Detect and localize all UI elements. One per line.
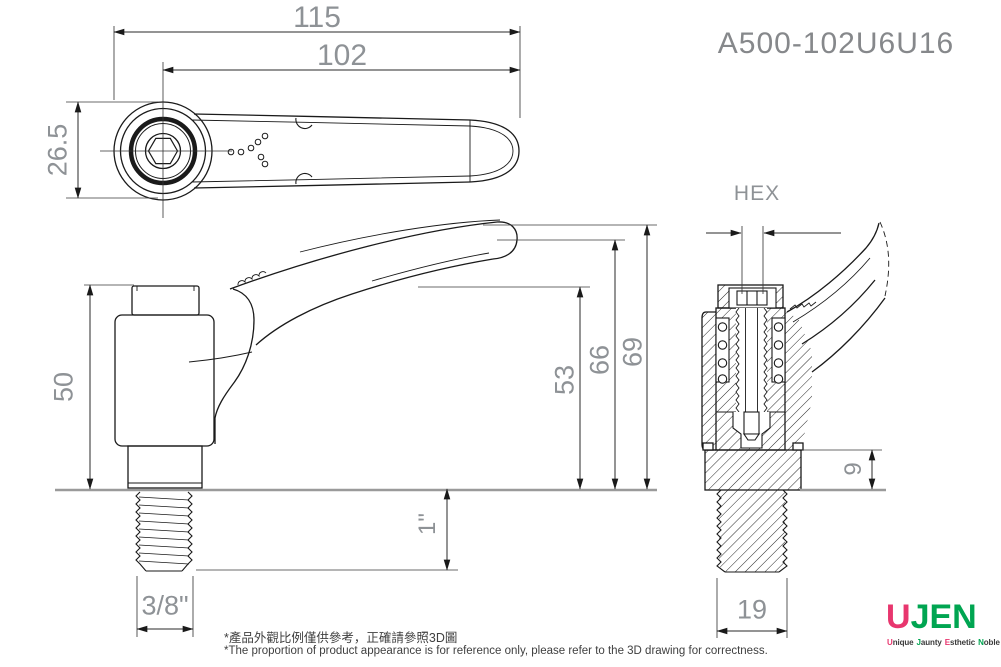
dim-thread-length: 1": [414, 513, 441, 535]
dim-stud-width: 19: [736, 594, 768, 625]
dim-handle-length: 102: [316, 39, 368, 72]
dim-boss-height: 9: [840, 462, 867, 476]
side-view: [114, 219, 518, 572]
dim-handle-mid: 66: [584, 344, 615, 376]
dim-handle-low: 53: [549, 364, 580, 396]
tagline-u: U: [887, 638, 893, 647]
logo-letter-u: U: [886, 598, 911, 636]
tagline-n: N: [978, 638, 984, 647]
dim-handle-top: 69: [617, 336, 648, 368]
tagline-j: J: [916, 638, 921, 647]
ujen-logo: UJEN: [886, 600, 977, 634]
top-view: [100, 62, 520, 218]
dim-head-width: 26.5: [42, 123, 73, 177]
tagline-e: E: [944, 638, 950, 647]
tagline-oble: oble: [983, 638, 1000, 647]
section-view: [701, 221, 890, 573]
tagline-sthetic: sthetic: [949, 638, 976, 647]
part-number: A500-102U6U16: [717, 27, 955, 60]
tagline-nique: nique: [892, 638, 914, 647]
dim-thread-size: 3/8": [141, 590, 189, 621]
dot-pattern: [227, 132, 269, 168]
note-chinese: *產品外觀比例僅供參考，正確請參照3D圖: [224, 631, 458, 645]
dim-body-height: 50: [48, 371, 79, 403]
dimension-lines: [66, 26, 882, 638]
dim-overall-length: 115: [293, 1, 341, 34]
logo-letters-jen: JEN: [910, 598, 977, 636]
tagline-aunty: aunty: [920, 638, 942, 647]
note-english: *The proportion of product appearance is…: [224, 645, 768, 657]
label-hex: HEX: [733, 182, 781, 205]
